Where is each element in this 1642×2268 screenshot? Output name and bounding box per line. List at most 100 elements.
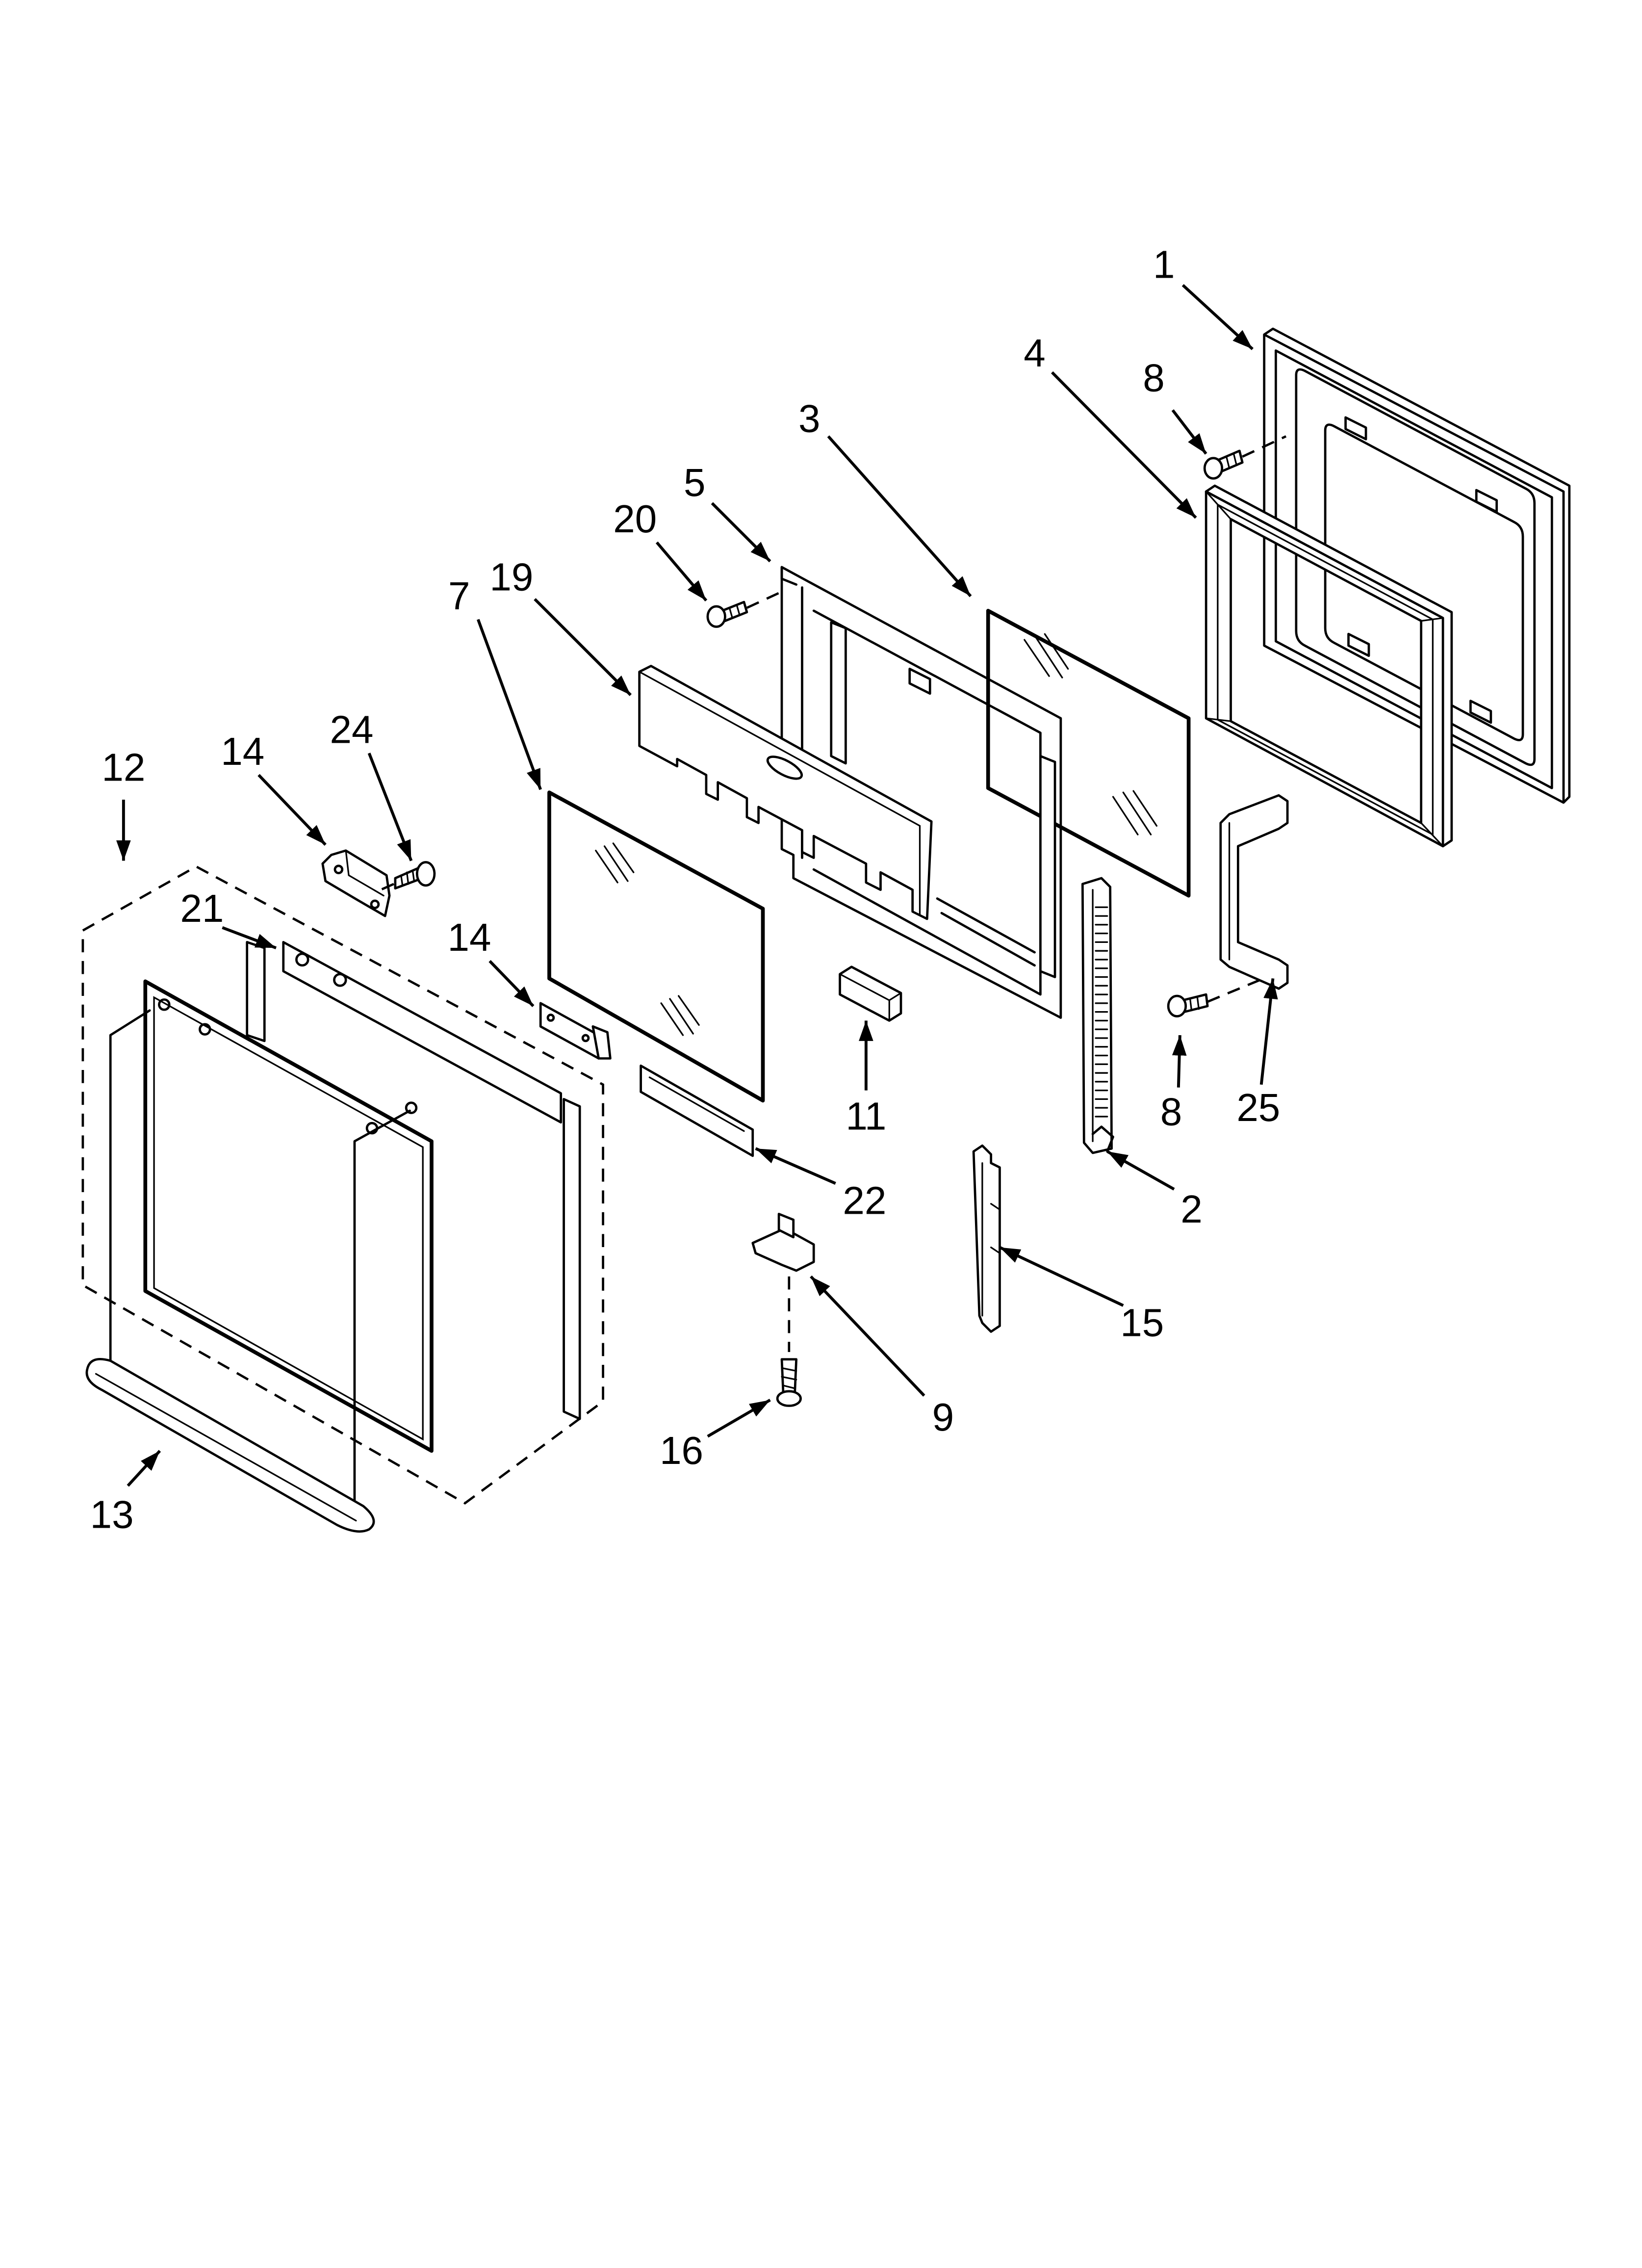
leader-arrow-16 (707, 1399, 771, 1438)
callout-label-3: 3 (798, 396, 820, 440)
part-12-drawing (81, 865, 604, 1505)
part-8-lower-threads (1189, 996, 1200, 1012)
outer-panel (143, 979, 434, 1453)
part-24-screw-threads (400, 870, 415, 886)
part-3-glass (986, 609, 1191, 898)
part-22-edge (648, 1076, 745, 1132)
part-13-handle (85, 1358, 375, 1533)
callout-label-8-lower: 8 (1160, 1090, 1182, 1134)
leader-arrow-3 (827, 435, 972, 598)
part-8-lower-head (1167, 994, 1187, 1017)
leader-arrow-4 (1051, 371, 1197, 519)
callout-label-13: 13 (90, 1492, 134, 1536)
callout-label-12: 12 (102, 746, 145, 789)
leader-arrow-24 (367, 753, 413, 861)
part-14-lower-hole (581, 1034, 590, 1043)
callout-label-11: 11 (846, 1095, 886, 1138)
leader-arrow-13 (127, 1450, 161, 1487)
leader-arrow-25 (1259, 978, 1278, 1085)
part-4-bevel (1205, 491, 1444, 847)
part-20-head (706, 605, 726, 628)
leader-arrow-22 (755, 1147, 836, 1185)
part-21-hole (333, 973, 347, 987)
part-24-dashed-path (380, 883, 394, 891)
part-20-threads (728, 604, 741, 619)
leader-arrow-2 (1106, 1150, 1175, 1191)
callout-label-5: 5 (684, 461, 705, 504)
part-14-upper-edge (345, 850, 385, 897)
part-1-window-outer (1295, 368, 1536, 766)
part-5-outline (780, 566, 1062, 1019)
part-2-drawing (1081, 877, 1114, 1154)
part-16-head (776, 1390, 802, 1407)
callout-labels: 1 4 8 3 5 20 7 19 12 14 24 21 14 11 8 25… (90, 242, 1281, 1536)
part-1-window-inner (1324, 423, 1524, 741)
leader-arrow-20 (655, 541, 708, 602)
callout-label-16: 16 (660, 1429, 703, 1472)
part-3-glass-hatch (1024, 633, 1158, 835)
part-15-rail (972, 1144, 1001, 1333)
part-20-drawing (706, 589, 785, 628)
part-11-drawing (839, 965, 902, 1022)
part-21-bar (282, 941, 563, 1124)
leader-arrow-1 (1181, 284, 1254, 350)
part-14-upper-drawing (321, 849, 391, 917)
part-22-drawing (640, 1064, 754, 1157)
panel-hole (199, 1023, 211, 1036)
part-21-drawing (282, 941, 563, 1124)
callout-label-24: 24 (330, 707, 374, 751)
callout-label-9: 9 (932, 1395, 954, 1439)
callout-label-25: 25 (1236, 1086, 1280, 1129)
part-3-drawing (986, 609, 1191, 898)
leader-arrow-8-upper (1171, 409, 1207, 455)
part-5-bars (830, 621, 931, 765)
part-19-slot (766, 756, 803, 780)
part-8-upper-drawing (1203, 435, 1287, 480)
part-8-lower-drawing (1167, 976, 1268, 1017)
part-2-teeth (1095, 906, 1108, 1118)
part-11-edges (839, 973, 902, 1022)
part-9-tab (777, 1213, 795, 1239)
part-11-block (839, 965, 902, 1022)
callout-label-21: 21 (180, 886, 224, 930)
part-5-rail (1039, 755, 1056, 978)
leader-arrows (116, 284, 1278, 1487)
leader-arrow-9 (810, 1275, 925, 1397)
part-7-drawing (547, 790, 765, 1103)
outer-panel-inner-edge (153, 996, 424, 1441)
part-2-channel (1081, 877, 1113, 1154)
part-24-drawing (380, 861, 436, 891)
callout-label-2: 2 (1180, 1187, 1202, 1231)
part-1-drawing (1263, 327, 1571, 804)
part-14-upper-hole (370, 899, 380, 910)
part-13-handle-edge (95, 1373, 357, 1522)
part-8-upper-head (1203, 457, 1224, 480)
part-5-drawing (780, 566, 1062, 1019)
strip-right (563, 1098, 581, 1420)
callout-label-7: 7 (448, 574, 470, 618)
part-8-upper-dashed-path (1242, 435, 1287, 458)
part-15-drawing (972, 1144, 1001, 1333)
part-19-outline (638, 665, 933, 920)
leader-arrow-15 (999, 1246, 1124, 1307)
panel-hole (405, 1101, 418, 1114)
part-14-lower-hole (546, 1014, 555, 1022)
leader-arrow-19 (534, 598, 632, 696)
callout-label-19: 19 (489, 555, 533, 599)
leader-arrow-14-lower (488, 960, 535, 1007)
part-7-glass (547, 790, 765, 1103)
part-7-glass-hatch (595, 842, 700, 1036)
part-16-drawing (776, 1358, 802, 1407)
callout-label-1: 1 (1153, 242, 1175, 286)
part-4-drawing (1205, 484, 1453, 848)
part-1-outline (1263, 327, 1571, 804)
callout-label-22: 22 (843, 1178, 886, 1222)
leader-arrow-21 (222, 926, 277, 950)
part-24-screw-head (415, 861, 436, 887)
part-19-face-edge (639, 671, 921, 915)
leader-arrow-8-lower (1172, 1035, 1187, 1088)
part-1-tabs (1344, 416, 1498, 724)
part-14-lower-drawing (539, 1002, 612, 1060)
part-13-drawing (85, 1009, 411, 1533)
